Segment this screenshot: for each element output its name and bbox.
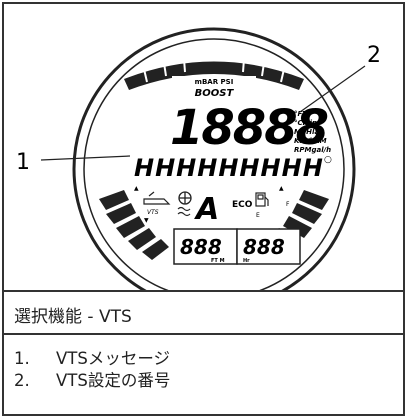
fuel-pump-icon	[255, 192, 269, 207]
legend-item: 1. VTSメッセージ	[14, 349, 170, 369]
gauge-label-top: mBAR PSI	[195, 78, 234, 86]
left-bar-gauge	[99, 190, 169, 260]
legend-item-text: VTSメッセージ	[56, 349, 171, 368]
left-digits: 888	[180, 235, 222, 259]
arrow-up-right: ▲	[279, 185, 284, 192]
vts-tag: VTS	[147, 209, 159, 216]
legend-item-number: 2.	[14, 371, 30, 390]
figure-frame: mBAR PSI BOOST 18888 °FT °CMin MPHlap Km…	[2, 2, 405, 416]
caption-text: 選択機能 - VTS	[14, 307, 132, 327]
figure-caption: 選択機能 - VTS	[4, 290, 403, 335]
lcd-illustration: mBAR PSI BOOST 18888 °FT °CMin MPHlap Km…	[4, 4, 403, 311]
callout-2-leader	[299, 65, 366, 113]
waves-icon	[177, 206, 191, 217]
callout-1-number: 1	[16, 150, 30, 175]
gear-char: A	[194, 192, 219, 227]
callout-1-leader	[40, 155, 131, 161]
legend-list: 1. VTSメッセージ 2. VTS設定の番号	[4, 337, 403, 414]
lcd-diagram: mBAR PSI BOOST 18888 °FT °CMin MPHlap Km…	[16, 27, 381, 311]
arrow-down-left: ▼	[144, 217, 149, 224]
left-unit: FT M	[211, 258, 225, 264]
unit-line-2: °CMin	[294, 119, 317, 127]
degree-symbol: ○	[324, 155, 332, 165]
alpha-row: HHHHHHHHH	[134, 154, 324, 182]
right-digits: 888	[243, 235, 285, 259]
fuel-full-label: F	[286, 201, 290, 208]
steering-wheel-icon	[178, 191, 192, 205]
left-digit-box	[173, 228, 238, 265]
boost-gauge-segment-dividers	[143, 58, 285, 83]
callout-2-number: 2	[367, 43, 381, 68]
legend-item: 2. VTS設定の番号	[14, 371, 170, 391]
boost-label-bg	[172, 76, 256, 98]
units-column: °FT °CMin MPHlap Km/hAM RPMgal/h	[294, 110, 331, 154]
legend-item-text: VTS設定の番号	[56, 371, 171, 390]
fuel-empty-label: E	[256, 212, 260, 219]
right-unit: Hr	[243, 258, 250, 264]
gauge-label-boost: BOOST	[195, 88, 235, 99]
right-digit-box	[236, 228, 301, 265]
boost-gauge-arc	[124, 61, 304, 90]
arrow-up-left: ▲	[134, 185, 139, 192]
legend-item-number: 1.	[14, 349, 30, 368]
unit-line-1: °FT	[294, 110, 308, 118]
eco-label: ECO	[232, 200, 253, 210]
unit-line-5: RPMgal/h	[294, 146, 331, 154]
watercraft-icon	[143, 191, 171, 205]
unit-line-3: MPHlap	[294, 128, 324, 136]
unit-line-4: Km/hAM	[294, 137, 327, 145]
